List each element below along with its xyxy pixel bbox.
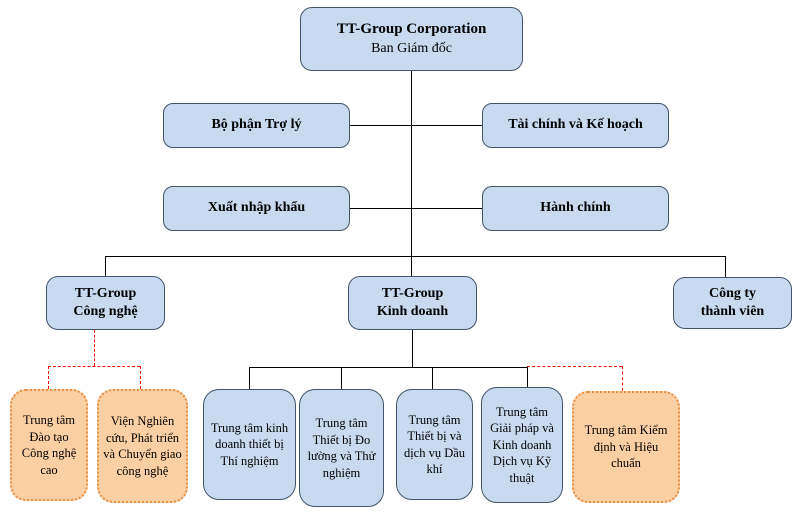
node-label-line1: TT-Group (74, 285, 137, 301)
connector-divisions-horizontal (105, 255, 725, 257)
dashed-drop-training (47, 366, 49, 389)
node-label: Trung tâm Giải pháp và Kinh doanh Dịch v… (490, 404, 554, 485)
node-label: Trung tâm Thiết bị và dịch vụ Dầu khí (403, 412, 466, 477)
node-business-division: TT-Group Kinh doanh (348, 276, 477, 330)
node-label: Trung tâm kinh doanh thiết bị Thí nghiệm (210, 420, 289, 468)
node-administration: Hành chính (482, 186, 669, 231)
dashed-tech-horizontal (48, 366, 140, 367)
dashed-drop-calibration (621, 366, 623, 391)
node-measurement-center: Trung tâm Thiết bị Đo lường và Thử nghiệ… (299, 389, 384, 507)
connector-business-down (411, 330, 413, 367)
connector-staff-row1 (350, 124, 482, 126)
connector-staff-row2 (350, 207, 482, 209)
node-member-companies: Công ty thành viên (673, 277, 792, 329)
connector-root-vertical (410, 71, 412, 277)
node-label: Tài chính và Kế hoạch (508, 117, 643, 133)
node-label: Trung tâm Kiểm định và Hiệu chuẩn (584, 423, 668, 471)
node-root: TT-Group Corporation Ban Giám đốc (300, 7, 523, 71)
node-label: Trung tâm Đào tạo Công nghệ cao (21, 413, 77, 477)
connector-child-drop-4 (526, 367, 528, 388)
node-label-line2: Kinh doanh (376, 304, 449, 319)
node-label: Viện Nghiên cứu, Phát triển và Chuyển gi… (103, 414, 182, 478)
node-label-line2: Công nghệ (73, 304, 138, 319)
dashed-tech-down (94, 330, 95, 366)
dashed-drop-institute (139, 366, 141, 389)
node-import-export: Xuất nhập khẩu (163, 186, 350, 231)
node-label-line1: TT-Group (381, 285, 444, 301)
node-tech-division: TT-Group Công nghệ (46, 276, 165, 330)
node-training-center: Trung tâm Đào tạo Công nghệ cao (10, 389, 88, 501)
root-title: TT-Group Corporation (336, 21, 487, 38)
node-label-line1: Công ty (708, 285, 757, 301)
connector-child-drop-3 (431, 367, 433, 389)
root-subtitle: Ban Giám đốc (371, 40, 452, 56)
connector-child-drop-2 (340, 367, 342, 389)
node-calibration-center: Trung tâm Kiểm định và Hiệu chuẩn (572, 391, 680, 503)
connector-member-drop (724, 256, 726, 278)
connector-business-children-horizontal (249, 366, 527, 368)
node-oil-gas-center: Trung tâm Thiết bị và dịch vụ Dầu khí (396, 389, 473, 500)
connector-child-drop-1 (248, 367, 250, 389)
node-finance-planning: Tài chính và Kế hoạch (482, 103, 669, 148)
connector-tech-drop (104, 256, 106, 277)
node-label: Hành chính (540, 200, 611, 216)
node-label: Bộ phận Trợ lý (211, 117, 302, 133)
node-assistant: Bộ phận Trợ lý (163, 103, 350, 148)
node-label: Xuất nhập khẩu (207, 200, 306, 216)
node-label: Trung tâm Thiết bị Đo lường và Thử nghiệ… (307, 416, 376, 480)
node-research-institute: Viện Nghiên cứu, Phát triển và Chuyển gi… (97, 389, 188, 503)
dashed-right-horizontal (527, 366, 622, 367)
node-lab-equipment-center: Trung tâm kinh doanh thiết bị Thí nghiệm (203, 389, 296, 500)
node-solutions-center: Trung tâm Giải pháp và Kinh doanh Dịch v… (481, 387, 563, 503)
node-label-line2: thành viên (700, 304, 765, 319)
